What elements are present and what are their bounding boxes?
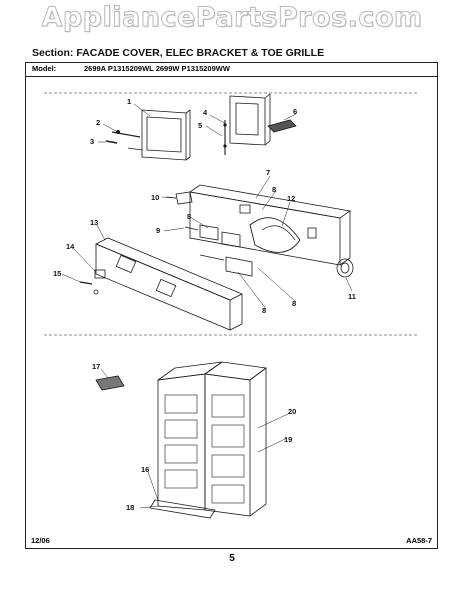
model-bar: Model: 2699A P1315209WL 2699W P1315209WW — [26, 63, 437, 77]
toe-grille-part — [95, 237, 243, 331]
callout-7: 7 — [266, 168, 270, 177]
callout-12: 12 — [287, 194, 295, 203]
callout-6: 6 — [293, 107, 297, 116]
refrigerator-body — [157, 361, 268, 517]
model-numbers: 2699A P1315209WL 2699W P1315209WW — [84, 64, 230, 73]
callout-3: 3 — [90, 137, 94, 146]
switch-part — [165, 191, 193, 205]
callout-13: 13 — [90, 218, 98, 227]
date-code: 12/06 — [31, 536, 50, 545]
callout-4: 4 — [203, 108, 208, 117]
callout-5: 5 — [198, 121, 202, 130]
grille-screw-part — [79, 269, 106, 295]
section-title: Section: FACADE COVER, ELEC BRACKET & TO… — [32, 47, 325, 59]
screw-rod-part — [105, 129, 141, 144]
model-label: Model: — [32, 64, 57, 73]
callout-8d: 8 — [292, 299, 296, 308]
callout-8c: 8 — [262, 306, 266, 315]
drawing-code: AA58-7 — [406, 536, 432, 545]
callout-16: 16 — [141, 465, 149, 474]
callout-18: 18 — [126, 503, 134, 512]
relay-module-part — [184, 224, 253, 277]
callout-20: 20 — [288, 407, 296, 416]
electrical-bracket-part — [188, 184, 352, 266]
callout-8a: 8 — [272, 185, 276, 194]
callout-10: 10 — [151, 193, 159, 202]
callout-2: 2 — [96, 118, 100, 127]
callout-19: 19 — [284, 435, 292, 444]
page-number: 5 — [229, 553, 235, 564]
callout-15: 15 — [53, 269, 61, 278]
toe-plate-part — [149, 499, 216, 519]
leader-lines — [61, 103, 353, 509]
knob-part — [336, 258, 354, 278]
facade-cover-part — [127, 109, 191, 161]
dispenser-tray-part — [95, 375, 125, 391]
grille-pad-part — [267, 119, 297, 133]
callout-8b: 8 — [187, 212, 191, 221]
callout-17: 17 — [92, 362, 100, 371]
dispenser-housing-part — [223, 93, 271, 155]
callout-14: 14 — [66, 242, 75, 251]
callout-9: 9 — [156, 226, 160, 235]
callout-11: 11 — [348, 292, 356, 301]
diagram-frame: Model: 2699A P1315209WL 2699W P1315209WW… — [25, 62, 438, 549]
callout-1: 1 — [127, 97, 131, 106]
watermark-logo: AppliancePartsPros.com — [41, 2, 423, 34]
